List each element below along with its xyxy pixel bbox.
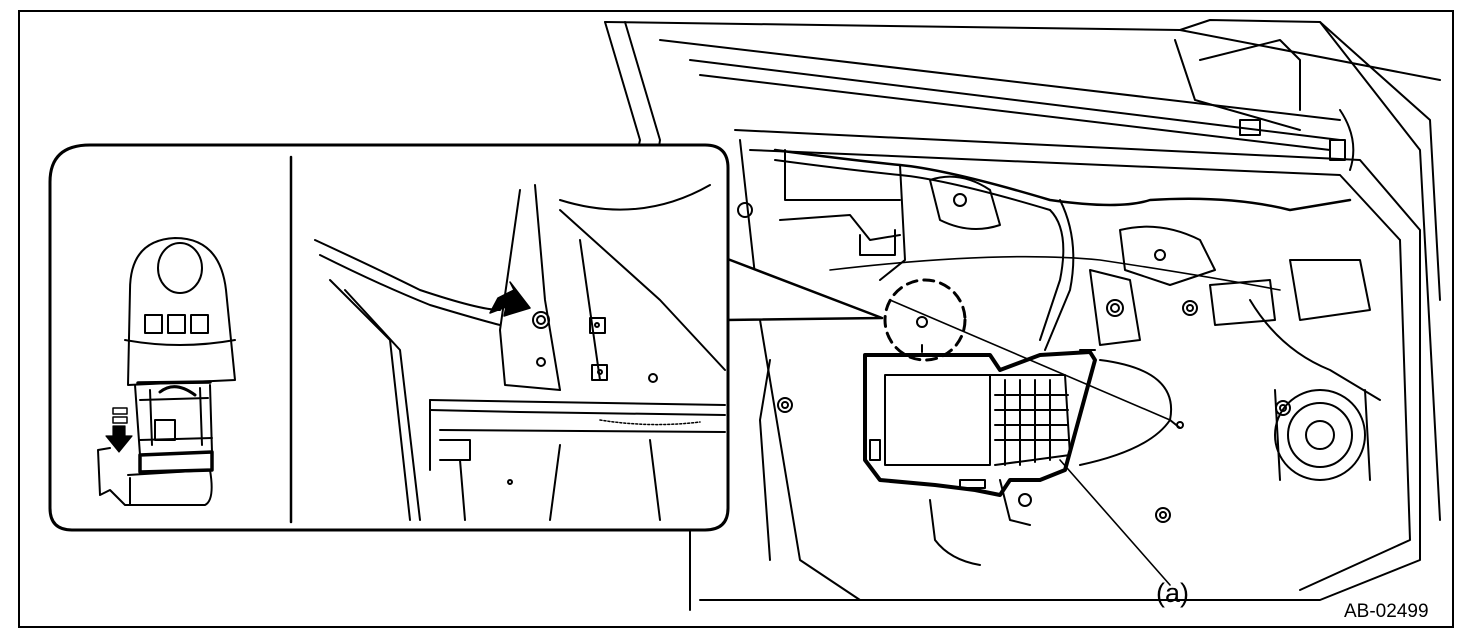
- figure-id: AB-02499: [1344, 601, 1429, 622]
- connector-detail: [97, 237, 236, 506]
- callout-label-a: (a): [1156, 578, 1189, 608]
- detail-inset: [48, 143, 884, 532]
